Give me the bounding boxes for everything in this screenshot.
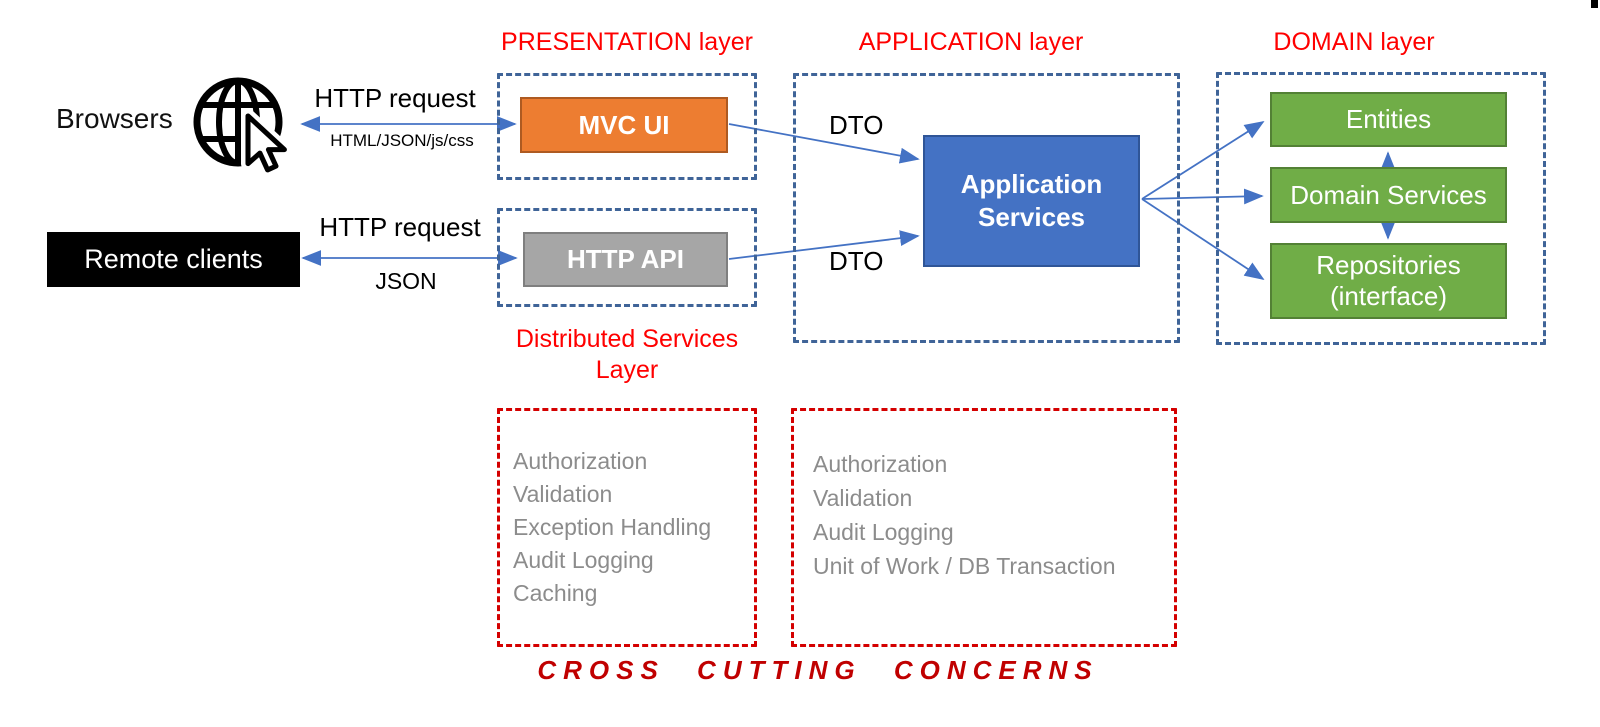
mvc-ui-box: MVC UI bbox=[520, 97, 728, 153]
cross-cutting-caption: CROSS CUTTING CONCERNS bbox=[537, 655, 1099, 685]
list-item: Authorization bbox=[813, 451, 948, 477]
remote-clients-label: Remote clients bbox=[84, 244, 263, 274]
cross-cutting-left-frame bbox=[497, 408, 757, 647]
list-item: Audit Logging bbox=[513, 547, 654, 573]
repositories-box: Repositories (interface) bbox=[1270, 243, 1507, 319]
application-layer-title: APPLICATION layer bbox=[858, 28, 1084, 56]
browser-link-label: HTTP request bbox=[314, 83, 476, 113]
browser-globe-icon bbox=[193, 77, 292, 177]
list-item: Validation bbox=[813, 485, 913, 511]
http-api-label: HTTP API bbox=[566, 244, 684, 274]
domain-services-box: Domain Services bbox=[1270, 167, 1507, 223]
remote-link-sublabel: JSON bbox=[375, 268, 437, 294]
mvc-ui-label: MVC UI bbox=[578, 109, 670, 140]
application-services-label: Application Services bbox=[960, 169, 1103, 232]
list-item: Exception Handling bbox=[513, 514, 712, 540]
http-api-box: HTTP API bbox=[523, 232, 728, 287]
corner-artifact bbox=[1591, 0, 1598, 8]
list-item: Validation bbox=[513, 481, 613, 507]
arrow-mvcui-appservices bbox=[728, 123, 920, 164]
arrow-httpapi-appservices bbox=[728, 230, 920, 260]
list-item: Audit Logging bbox=[813, 519, 954, 545]
domain-services-label: Domain Services bbox=[1290, 179, 1487, 210]
presentation-api-frame bbox=[497, 208, 757, 307]
domain-layer-title: DOMAIN layer bbox=[1273, 28, 1435, 56]
presentation-layer-title: PRESENTATION layer bbox=[501, 28, 753, 56]
remote-clients-box: Remote clients bbox=[47, 232, 300, 287]
application-layer-frame bbox=[793, 73, 1180, 343]
arrow-appservices-entities bbox=[1141, 121, 1265, 200]
entities-label: Entities bbox=[1345, 104, 1432, 134]
cross-cutting-right-list: Authorization Validation Audit Logging U… bbox=[813, 447, 1116, 583]
list-item: Authorization bbox=[513, 448, 648, 474]
application-services-box: Application Services bbox=[923, 135, 1140, 267]
arrow-appservices-repositories bbox=[1141, 198, 1265, 280]
arrow-appservices-domainservices bbox=[1141, 188, 1264, 205]
list-item: Unit of Work / DB Transaction bbox=[813, 553, 1116, 579]
cross-cutting-right-frame bbox=[791, 408, 1177, 647]
dto-label-bottom: DTO bbox=[829, 246, 884, 276]
domain-layer-frame bbox=[1216, 72, 1546, 345]
repositories-label: Repositories (interface) bbox=[1316, 250, 1461, 311]
presentation-mvc-frame bbox=[497, 73, 757, 180]
browser-link-sublabel: HTML/JSON/js/css bbox=[330, 131, 474, 150]
entities-box: Entities bbox=[1270, 92, 1507, 147]
list-item: Caching bbox=[513, 580, 598, 606]
cross-cutting-left-list: Authorization Validation Exception Handl… bbox=[513, 445, 711, 610]
dto-label-top: DTO bbox=[829, 110, 884, 140]
browsers-label: Browsers bbox=[56, 103, 173, 134]
remote-link-label: HTTP request bbox=[319, 212, 481, 242]
distributed-services-layer-title: Distributed Services Layer bbox=[515, 325, 739, 384]
